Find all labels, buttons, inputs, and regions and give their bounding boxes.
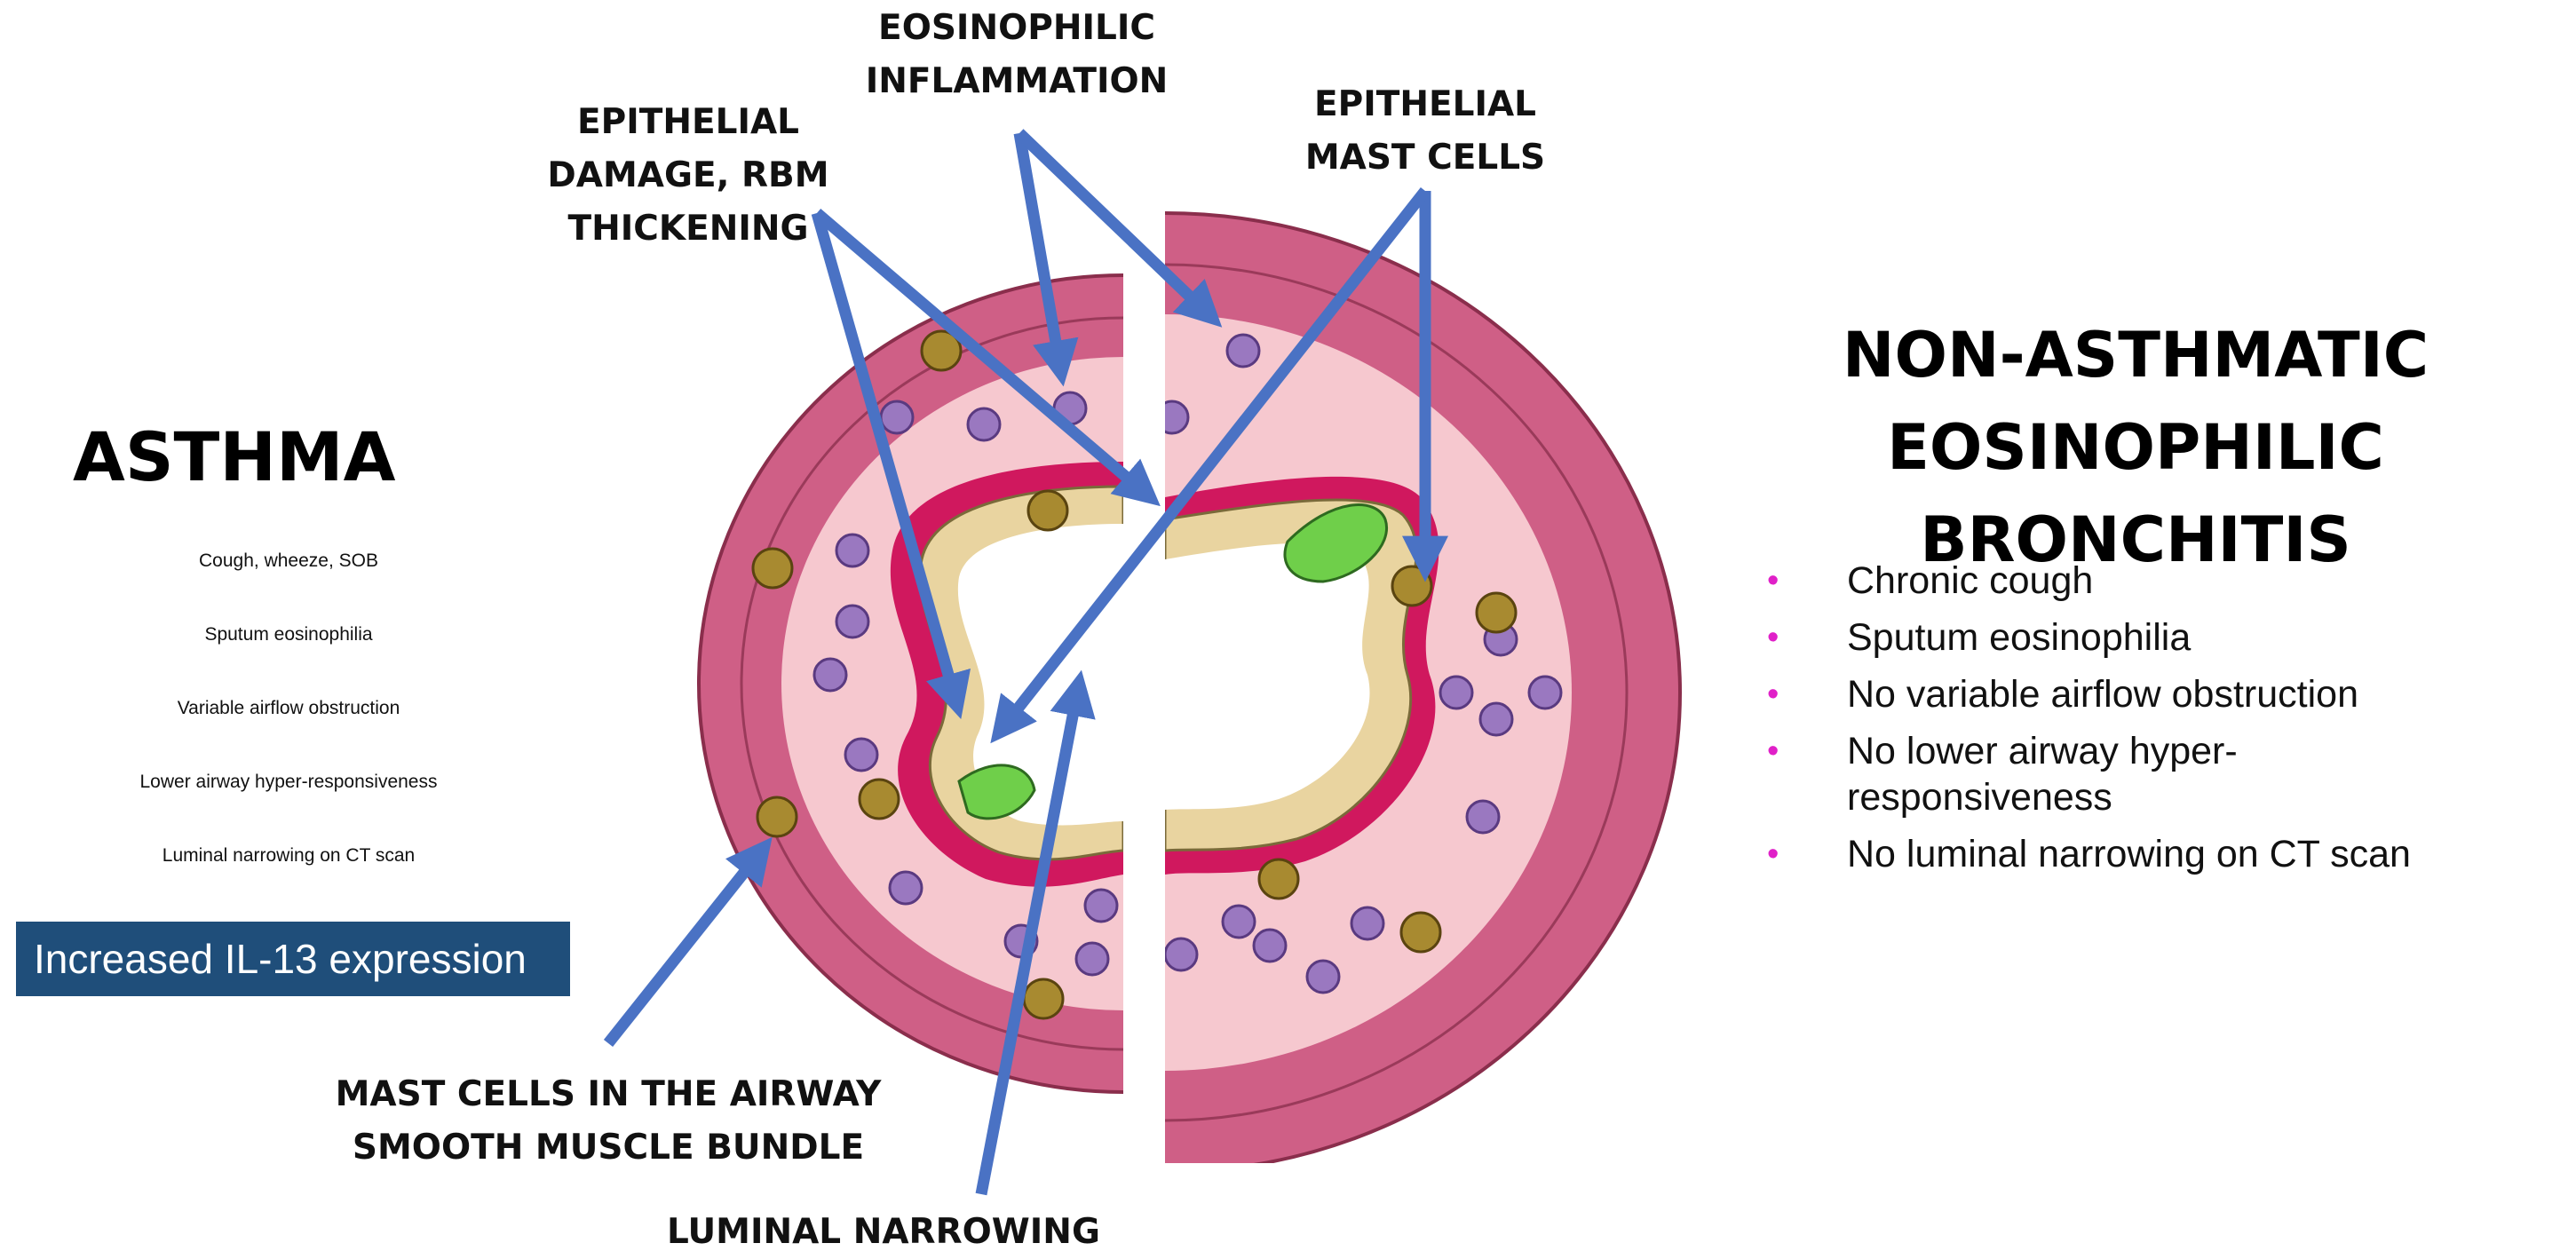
callout-luminal-narrowing: LUMINAL NARROWING xyxy=(639,1206,1128,1259)
naeb-feature-text: No lower airway hyper- responsiveness xyxy=(1847,730,2238,819)
bullet-icon: • xyxy=(1767,831,1779,877)
asthma-feature: Cough, wheeze, SOB xyxy=(107,550,471,624)
callout-mast-cells-smooth-muscle: MAST CELLS IN THE AIRWAY SMOOTH MUSCLE B… xyxy=(297,1068,919,1175)
asthma-feature: Luminal narrowing on CT scan xyxy=(107,845,471,919)
naeb-feature-list: • Chronic cough • Sputum eosinophilia • No … xyxy=(1767,558,2548,888)
asthma-feature: Variable airflow obstruction xyxy=(107,698,471,772)
naeb-feature: • Sputum eosinophilia xyxy=(1767,614,2548,661)
naeb-feature-text: Sputum eosinophilia xyxy=(1847,616,2191,659)
asthma-feature: Lower airway hyper-responsiveness xyxy=(107,772,471,845)
bullet-icon: • xyxy=(1767,671,1779,717)
asthma-feature-list: Cough, wheeze, SOB Sputum eosinophilia V… xyxy=(107,550,471,919)
asthma-feature: Sputum eosinophilia xyxy=(107,624,471,698)
naeb-feature: • Chronic cough xyxy=(1767,558,2548,604)
naeb-feature: • No variable airflow obstruction xyxy=(1767,671,2548,717)
naeb-feature-text: No variable airflow obstruction xyxy=(1847,673,2358,716)
il13-highlight-box: Increased IL-13 expression xyxy=(16,922,570,996)
naeb-feature-text: Chronic cough xyxy=(1847,559,2093,602)
naeb-title: NON-ASTHMATIC EOSINOPHILIC BRONCHITIS xyxy=(1687,309,2576,586)
bullet-icon: • xyxy=(1767,614,1779,661)
naeb-feature: • No lower airway hyper- responsiveness xyxy=(1767,728,2548,820)
naeb-feature: • No luminal narrowing on CT scan xyxy=(1767,831,2548,877)
asthma-title: ASTHMA xyxy=(73,417,395,496)
bullet-icon: • xyxy=(1767,728,1779,774)
bullet-icon: • xyxy=(1767,558,1779,604)
naeb-feature-text: No luminal narrowing on CT scan xyxy=(1847,833,2411,875)
callout-eosinophilic-inflammation: EOSINOPHILIC INFLAMMATION xyxy=(817,2,1217,108)
callout-epithelial-damage: EPITHELIAL DAMAGE, RBM THICKENING xyxy=(524,96,852,256)
callout-epithelial-mast-cells: EPITHELIAL MAST CELLS xyxy=(1270,78,1581,185)
